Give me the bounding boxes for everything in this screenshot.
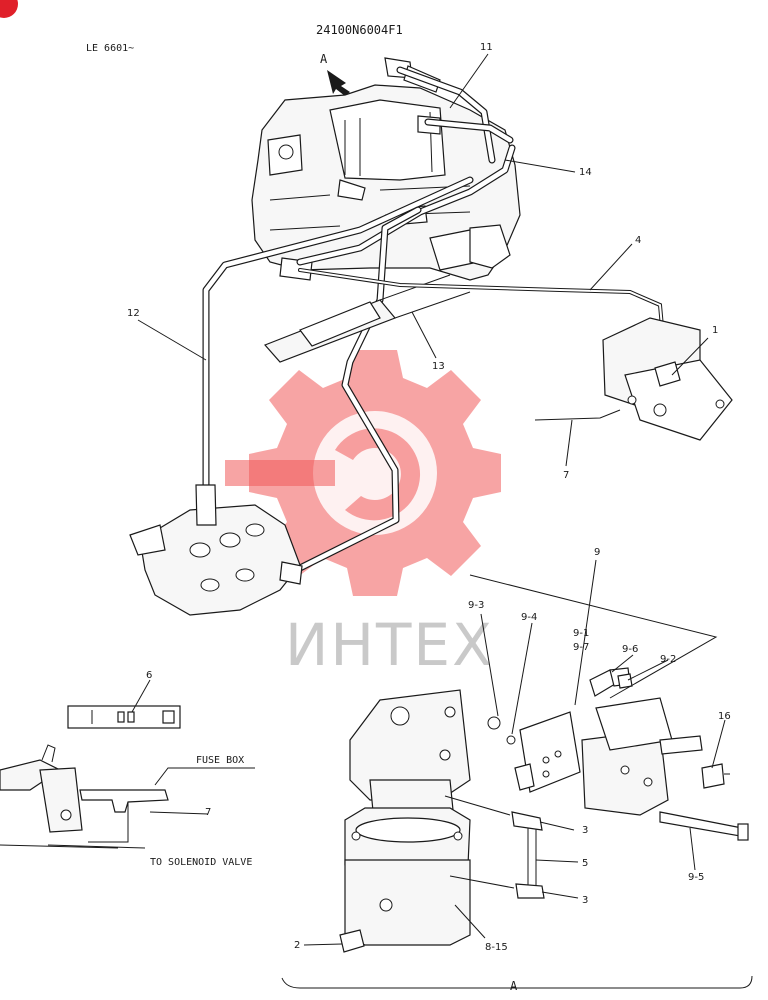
callout-8-15: 8-15 (485, 942, 508, 953)
hose-13 (296, 206, 422, 572)
callout-9: 9 (594, 547, 600, 558)
callout-9-6: 9-6 (622, 644, 638, 655)
hose-14 (296, 144, 516, 266)
callout-9-1: 9-1 (573, 628, 589, 639)
sensor-16 (701, 763, 730, 789)
callout-9-4: 9-4 (521, 612, 537, 623)
callout-9-7: 9-7 (573, 642, 589, 653)
view-marker-bottom: A (510, 979, 518, 993)
watermark-text: ИНТЕХ (285, 611, 494, 679)
callout-11: 11 (480, 42, 493, 53)
callout-3-lower: 3 (582, 895, 588, 906)
fitting-9-6 (617, 673, 633, 689)
fuse-box-label: FUSE BOX (196, 755, 244, 766)
control-valve (129, 484, 303, 616)
solenoid-valve (602, 317, 733, 441)
solenoid-label: TO SOLENOID VALVE (150, 857, 252, 868)
callout-5: 5 (582, 858, 588, 869)
pedal-bracket (0, 744, 255, 849)
callout-1: 1 (712, 325, 718, 336)
leader-lines (131, 53, 726, 946)
fitting-2 (339, 929, 365, 953)
callout-2: 2 (294, 940, 300, 951)
callout-14: 14 (579, 167, 592, 178)
hose-12 (202, 176, 474, 494)
bolt-9-5 (659, 811, 749, 841)
view-marker-top: A (320, 52, 328, 66)
solenoid-manifold (514, 711, 581, 793)
group-bracket-9 (469, 574, 718, 699)
watermark-gear-icon (225, 350, 501, 596)
callout-7-lower: 7 (205, 807, 211, 818)
serial-range: LE 6601~ (86, 43, 134, 54)
callout-4: 4 (635, 235, 641, 246)
callout-9-5: 9-5 (688, 872, 704, 883)
callout-3-upper: 3 (582, 825, 588, 836)
pump-assembly (251, 57, 521, 281)
callout-16: 16 (718, 711, 731, 722)
lower-pump-body (344, 689, 471, 946)
callout-9-2: 9-2 (660, 654, 676, 665)
callout-9-3: 9-3 (468, 600, 484, 611)
switch-panel (67, 705, 181, 729)
callout-13: 13 (432, 361, 445, 372)
callout-6: 6 (146, 670, 152, 681)
o-ring-9-3 (487, 716, 501, 730)
wire-4 (298, 268, 667, 362)
bracket-a (281, 975, 753, 989)
o-ring-9-4 (506, 735, 516, 745)
view-arrow-icon (327, 70, 350, 96)
callout-12: 12 (127, 308, 140, 319)
valve-block (581, 697, 703, 816)
corner-badge-icon (0, 0, 18, 18)
drive-shaft (263, 274, 471, 363)
wire-7 (534, 409, 621, 421)
hose-11 (396, 66, 514, 164)
part-number: 24100N6004F1 (316, 23, 403, 37)
callout-7-upper: 7 (563, 470, 569, 481)
pipe-5 (511, 811, 545, 899)
